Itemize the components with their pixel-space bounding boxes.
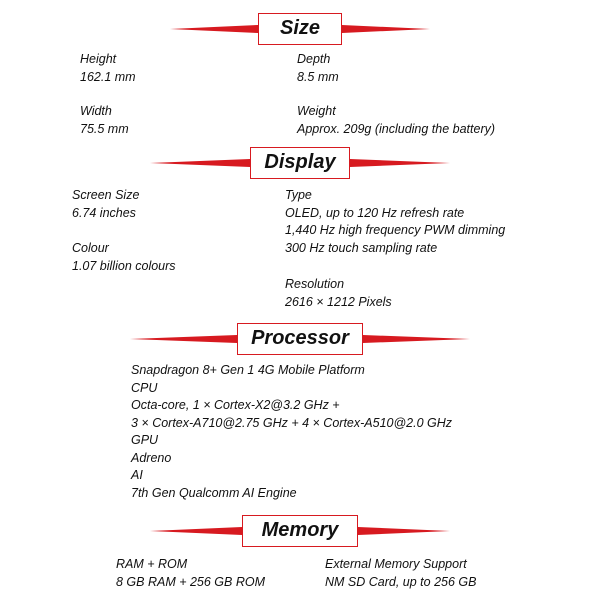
display-screen-size: Screen Size 6.74 inches [72, 187, 139, 222]
processor-title: Processor [237, 323, 363, 355]
processor-header-swoosh [130, 335, 470, 343]
size-width-label: Width [80, 104, 112, 118]
display-type-line-3: 300 Hz touch sampling rate [285, 240, 438, 255]
display-screen-size-value: 6.74 inches [72, 205, 136, 220]
size-depth: Depth 8.5 mm [297, 51, 339, 86]
processor-specs: Snapdragon 8+ Gen 1 4G Mobile Platform C… [131, 362, 452, 502]
processor-section-header: Processor [0, 316, 600, 356]
size-header-swoosh [170, 25, 430, 33]
size-title: Size [258, 13, 342, 45]
memory-ram-rom-value: 8 GB RAM + 256 GB ROM [116, 574, 266, 589]
processor-ai-label: AI [131, 468, 143, 482]
memory-title: Memory [242, 515, 358, 547]
size-depth-value: 8.5 mm [297, 69, 339, 84]
display-type-line-1: OLED, up to 120 Hz refresh rate [285, 205, 465, 220]
display-resolution: Resolution 2616 × 1212 Pixels [285, 276, 392, 311]
processor-ai-value: 7th Gen Qualcomm AI Engine [131, 485, 297, 500]
processor-cpu-label: CPU [131, 380, 158, 395]
memory-header-swoosh [150, 527, 450, 535]
display-colour: Colour 1.07 billion colours [72, 240, 176, 275]
size-weight-label: Weight [297, 104, 336, 118]
memory-external-value: NM SD Card, up to 256 GB [325, 574, 477, 589]
display-title: Display [250, 147, 350, 179]
size-height: Height 162.1 mm [80, 51, 136, 86]
processor-gpu-value: Adreno [131, 450, 172, 465]
memory-external: External Memory Support NM SD Card, up t… [325, 556, 476, 591]
size-weight-value: Approx. 209g (including the battery) [297, 121, 496, 136]
memory-section-header: Memory [0, 508, 600, 548]
size-width-value: 75.5 mm [80, 121, 129, 136]
memory-external-label: External Memory Support [325, 557, 467, 571]
display-type-label: Type [285, 188, 312, 202]
processor-platform: Snapdragon 8+ Gen 1 4G Mobile Platform [131, 363, 365, 377]
display-header-swoosh [150, 159, 450, 167]
size-width: Width 75.5 mm [80, 103, 129, 138]
display-colour-label: Colour [72, 241, 109, 255]
size-section-header: Size [0, 6, 600, 46]
processor-gpu-label: GPU [131, 433, 159, 447]
display-type-line-2: 1,440 Hz high frequency PWM dimming [285, 223, 506, 237]
processor-cpu-line-2: 3 × Cortex-A710@2.75 GHz + 4 × Cortex-A5… [131, 415, 453, 430]
processor-cpu-line-1: Octa-core, 1 × Cortex-X2@3.2 GHz + [131, 398, 340, 412]
size-height-label: Height [80, 52, 117, 66]
size-height-value: 162.1 mm [80, 69, 136, 84]
display-resolution-label: Resolution [285, 277, 345, 291]
size-weight: Weight Approx. 209g (including the batte… [297, 103, 495, 138]
display-section-header: Display [0, 140, 600, 180]
memory-ram-rom: RAM + ROM 8 GB RAM + 256 GB ROM [116, 556, 265, 591]
display-type: Type OLED, up to 120 Hz refresh rate 1,4… [285, 187, 505, 257]
display-colour-value: 1.07 billion colours [72, 258, 176, 273]
memory-ram-rom-label: RAM + ROM [116, 557, 188, 571]
size-depth-label: Depth [297, 52, 331, 66]
display-screen-size-label: Screen Size [72, 188, 140, 202]
display-resolution-value: 2616 × 1212 Pixels [285, 294, 392, 309]
